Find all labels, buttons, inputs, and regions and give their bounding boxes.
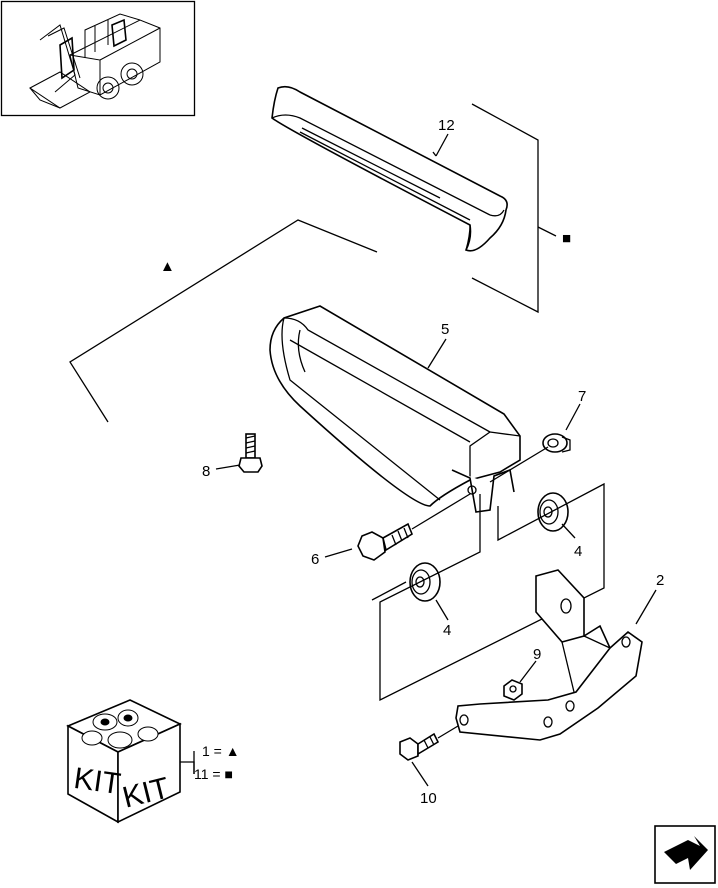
callout-4-upper: 4: [574, 543, 582, 560]
callout-5: 5: [441, 321, 449, 338]
bracket-2: [455, 569, 643, 741]
next-page-arrow-icon[interactable]: [654, 825, 716, 884]
callout-leaders: [215, 133, 657, 787]
callout-4-lower: 4: [443, 622, 451, 639]
kit-label-left: KIT: [72, 762, 123, 801]
kit-box: KIT KIT: [66, 699, 195, 824]
bearing-4-lower: [409, 562, 441, 602]
square-marker: ■: [562, 230, 571, 247]
callout-9: 9: [533, 646, 541, 663]
armrest-5: [269, 305, 521, 513]
armrest-pad-12: [271, 85, 508, 252]
bolt-6: [357, 493, 471, 561]
callout-8: 8: [202, 463, 210, 480]
callout-12: 12: [438, 117, 455, 134]
nut-9: [503, 679, 523, 701]
bearing-4-upper: [537, 492, 569, 532]
kit-legend-11: 11 = ■: [194, 766, 233, 782]
callout-7: 7: [578, 388, 586, 405]
callout-10: 10: [420, 790, 437, 807]
callout-6: 6: [311, 551, 319, 568]
nut-7: [542, 433, 571, 453]
machine-thumbnail: [0, 0, 196, 117]
bolt-10: [399, 725, 459, 761]
callout-2: 2: [656, 572, 664, 589]
skid-steer-loader-icon: [29, 13, 161, 109]
triangle-marker: ▲: [160, 258, 175, 275]
kit-legend-1: 1 = ▲: [202, 743, 240, 759]
bolt-8: [238, 433, 263, 473]
